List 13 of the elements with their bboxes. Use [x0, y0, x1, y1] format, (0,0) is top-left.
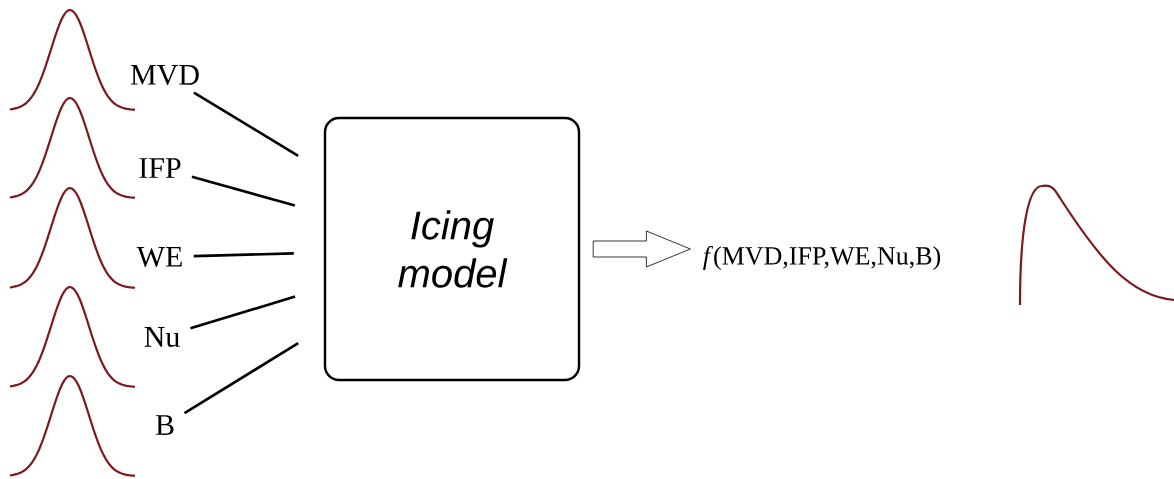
variable-label: MVD	[130, 64, 199, 86]
connector-line	[183, 342, 299, 415]
connector-line	[193, 91, 299, 157]
variable-label: Nu	[144, 327, 180, 347]
process-box: Icing model	[323, 116, 581, 382]
variable-label: WE	[136, 246, 182, 268]
variable-label: B	[155, 415, 174, 435]
connector-line	[190, 295, 296, 330]
function-formula: f(MVD,IFP,WE,Nu,B)	[703, 246, 941, 270]
variable-label: IFP	[139, 158, 181, 178]
block-arrow	[592, 230, 691, 268]
connector-line	[193, 252, 294, 258]
connector-line	[191, 175, 296, 207]
